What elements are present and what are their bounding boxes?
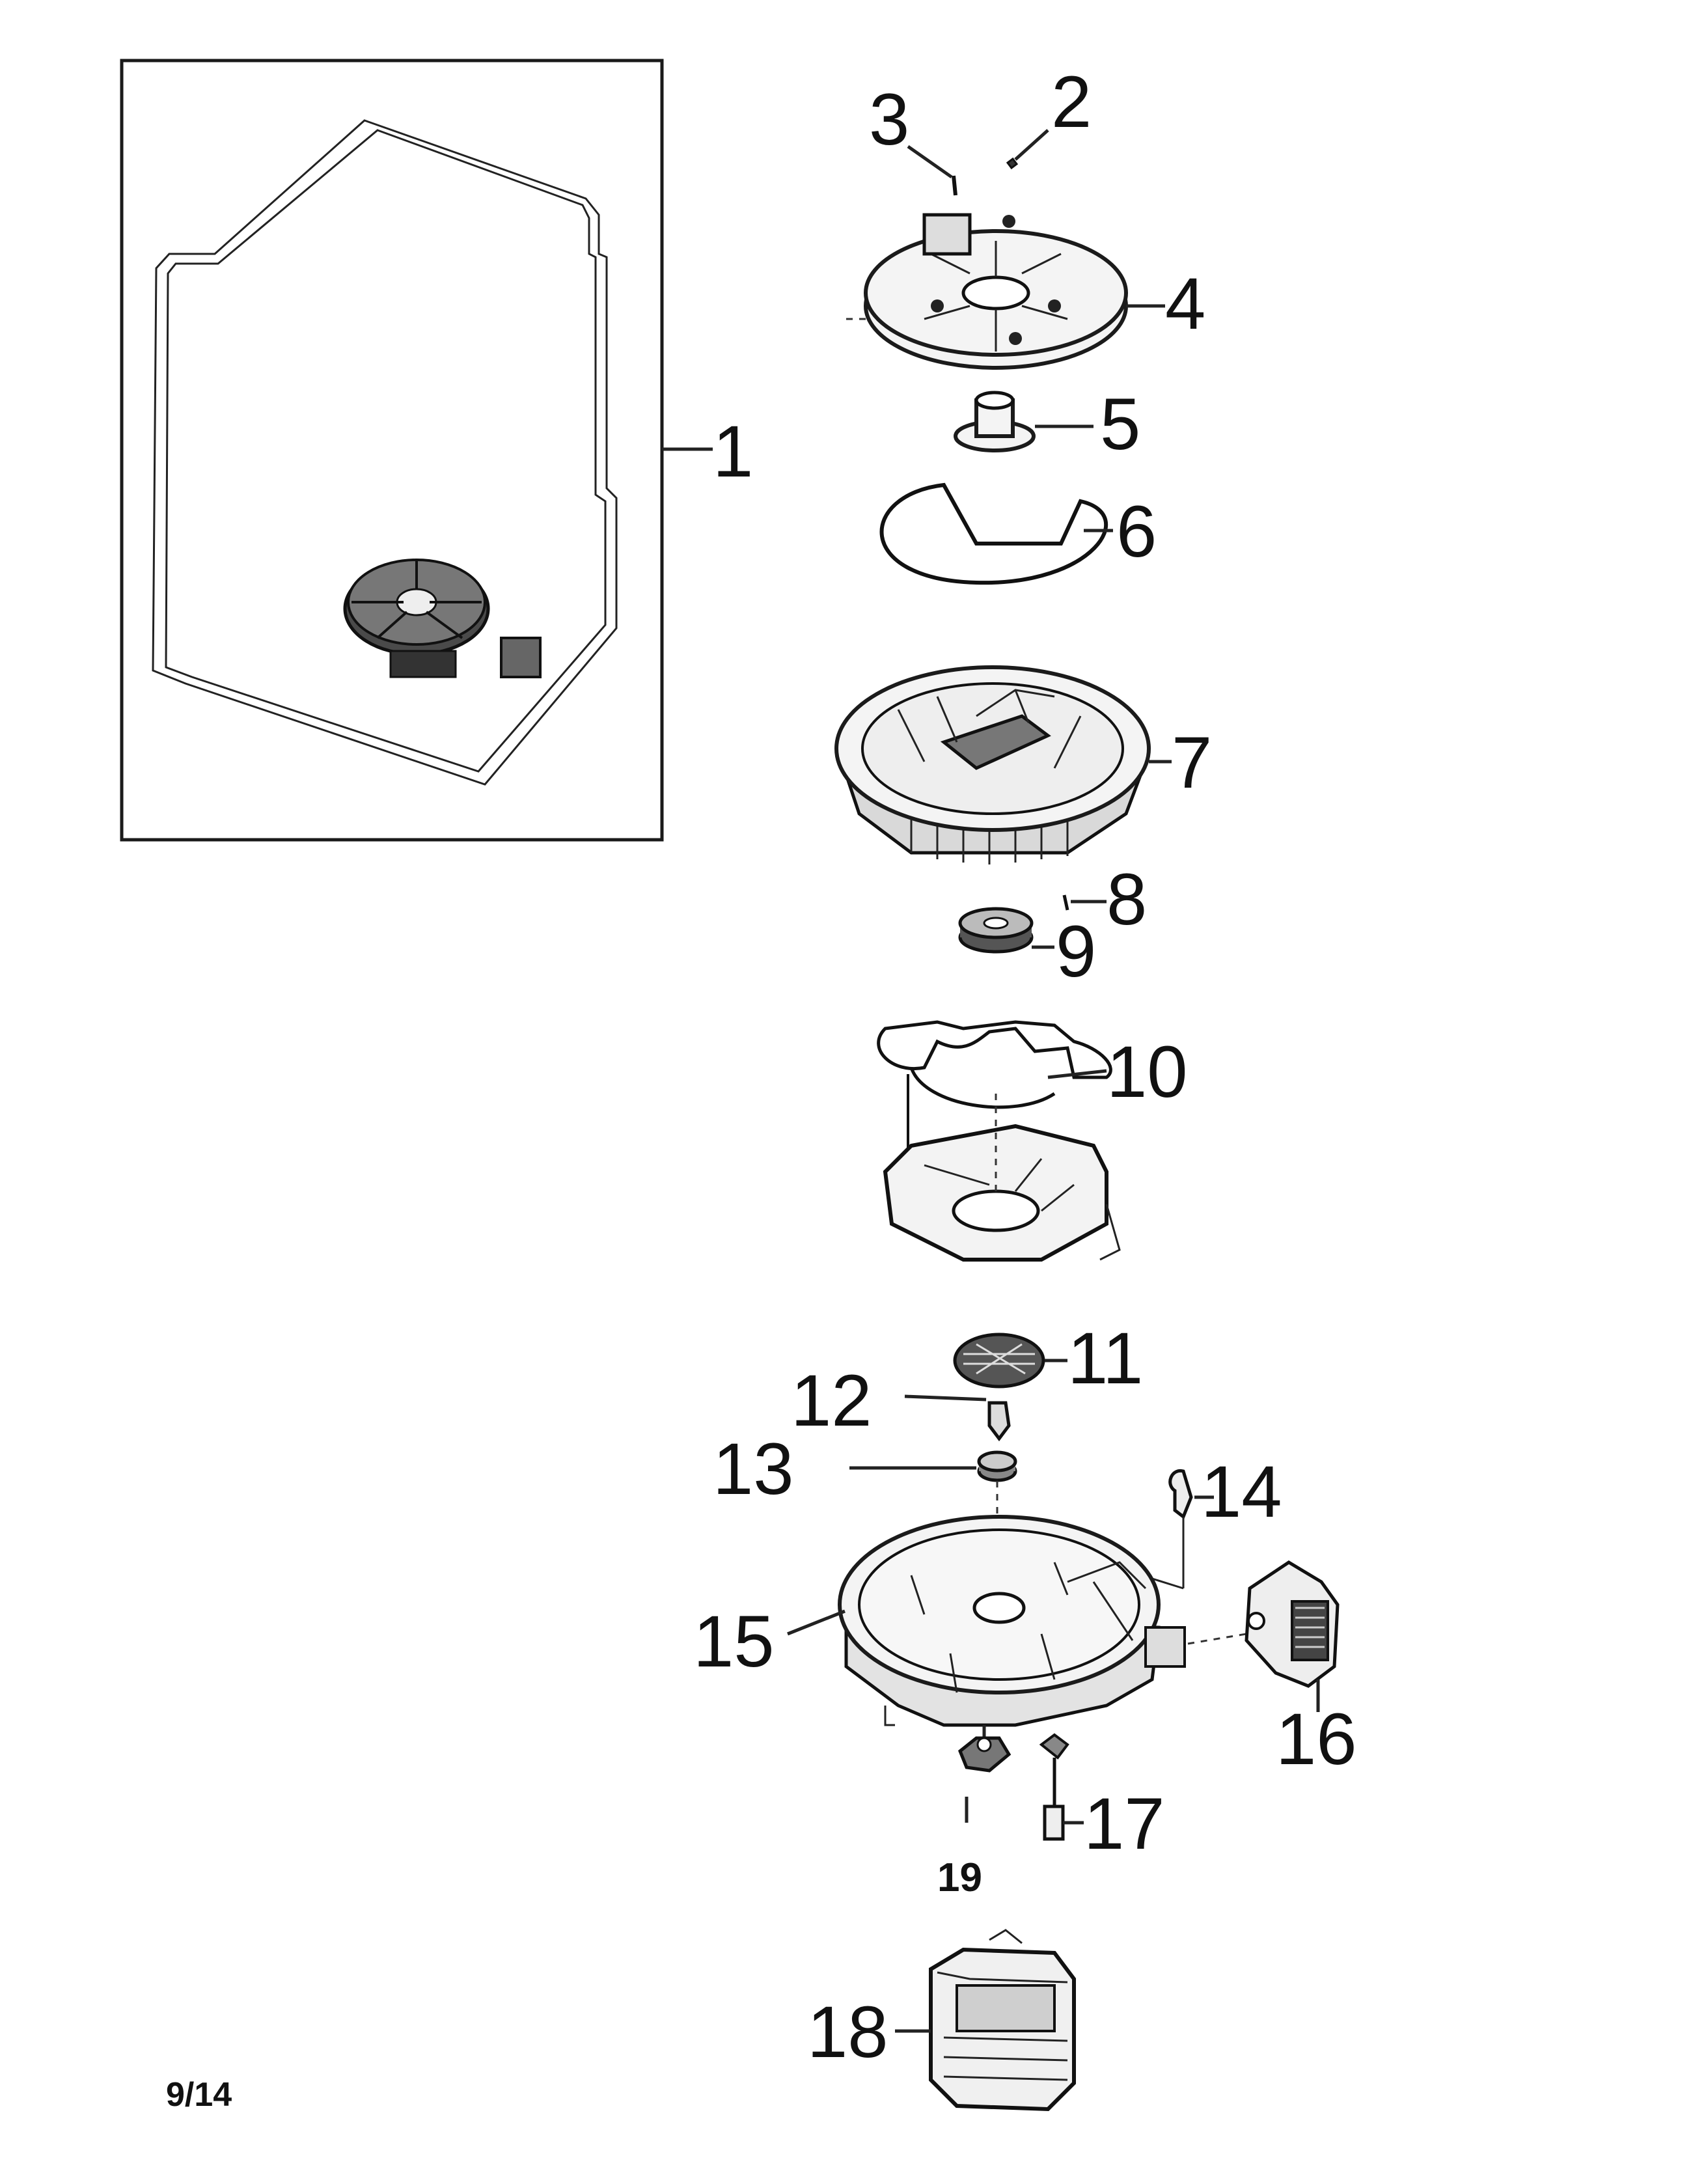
page-number: 9/14 bbox=[166, 2076, 232, 2114]
callout-15: 15 bbox=[693, 1601, 775, 1682]
nut-part-13 bbox=[849, 1450, 1017, 1575]
pump-motor-part-18 bbox=[895, 1929, 1076, 2112]
callout-3: 3 bbox=[869, 79, 909, 160]
tub-outline bbox=[152, 119, 618, 786]
probe-part-17 bbox=[1039, 1733, 1084, 1841]
screw-part-3 bbox=[907, 145, 957, 196]
washer-part-9 bbox=[958, 907, 1054, 954]
callout-13: 13 bbox=[713, 1428, 794, 1510]
filter-part-11 bbox=[953, 1333, 1067, 1389]
callout-10: 10 bbox=[1107, 1031, 1188, 1113]
callout-16: 16 bbox=[1276, 1698, 1357, 1780]
gasket-part-6 bbox=[879, 482, 1113, 585]
impeller-part-12 bbox=[904, 1394, 1011, 1442]
callout-labels: 1 2 3 4 5 6 7 8 9 10 11 12 13 14 15 16 1… bbox=[693, 61, 1357, 2073]
callout-4: 4 bbox=[1165, 263, 1205, 344]
callout-7: 7 bbox=[1172, 722, 1212, 803]
callout-9: 9 bbox=[1056, 911, 1096, 992]
bushing-part-5 bbox=[954, 391, 1094, 452]
callout-1: 1 bbox=[713, 411, 753, 492]
gasket-part-10 bbox=[877, 1020, 1112, 1109]
callout-2: 2 bbox=[1051, 61, 1092, 143]
callout-18: 18 bbox=[807, 1991, 888, 2073]
cover-plate-part-4 bbox=[846, 213, 1165, 370]
sump-base-part-15 bbox=[787, 1515, 1247, 1727]
callout-12: 12 bbox=[791, 1360, 872, 1441]
sensor-part-19 bbox=[957, 1725, 1011, 1823]
screw-part-8 bbox=[1062, 894, 1107, 911]
screw-part-2 bbox=[1006, 129, 1049, 170]
pump-housing-part-7 bbox=[834, 665, 1172, 864]
inset-box-assembly bbox=[120, 59, 713, 842]
callout-6: 6 bbox=[1116, 491, 1157, 572]
sump-housing bbox=[883, 1074, 1121, 1262]
callout-19: 19 bbox=[937, 1855, 982, 1900]
callout-5: 5 bbox=[1100, 383, 1140, 465]
diverter-motor-part-16 bbox=[1245, 1560, 1340, 1712]
callout-8: 8 bbox=[1107, 859, 1147, 940]
mini-pump-assembly bbox=[343, 559, 542, 678]
callout-17: 17 bbox=[1084, 1783, 1165, 1864]
callout-11: 11 bbox=[1067, 1318, 1143, 1399]
callout-14: 14 bbox=[1201, 1451, 1282, 1532]
